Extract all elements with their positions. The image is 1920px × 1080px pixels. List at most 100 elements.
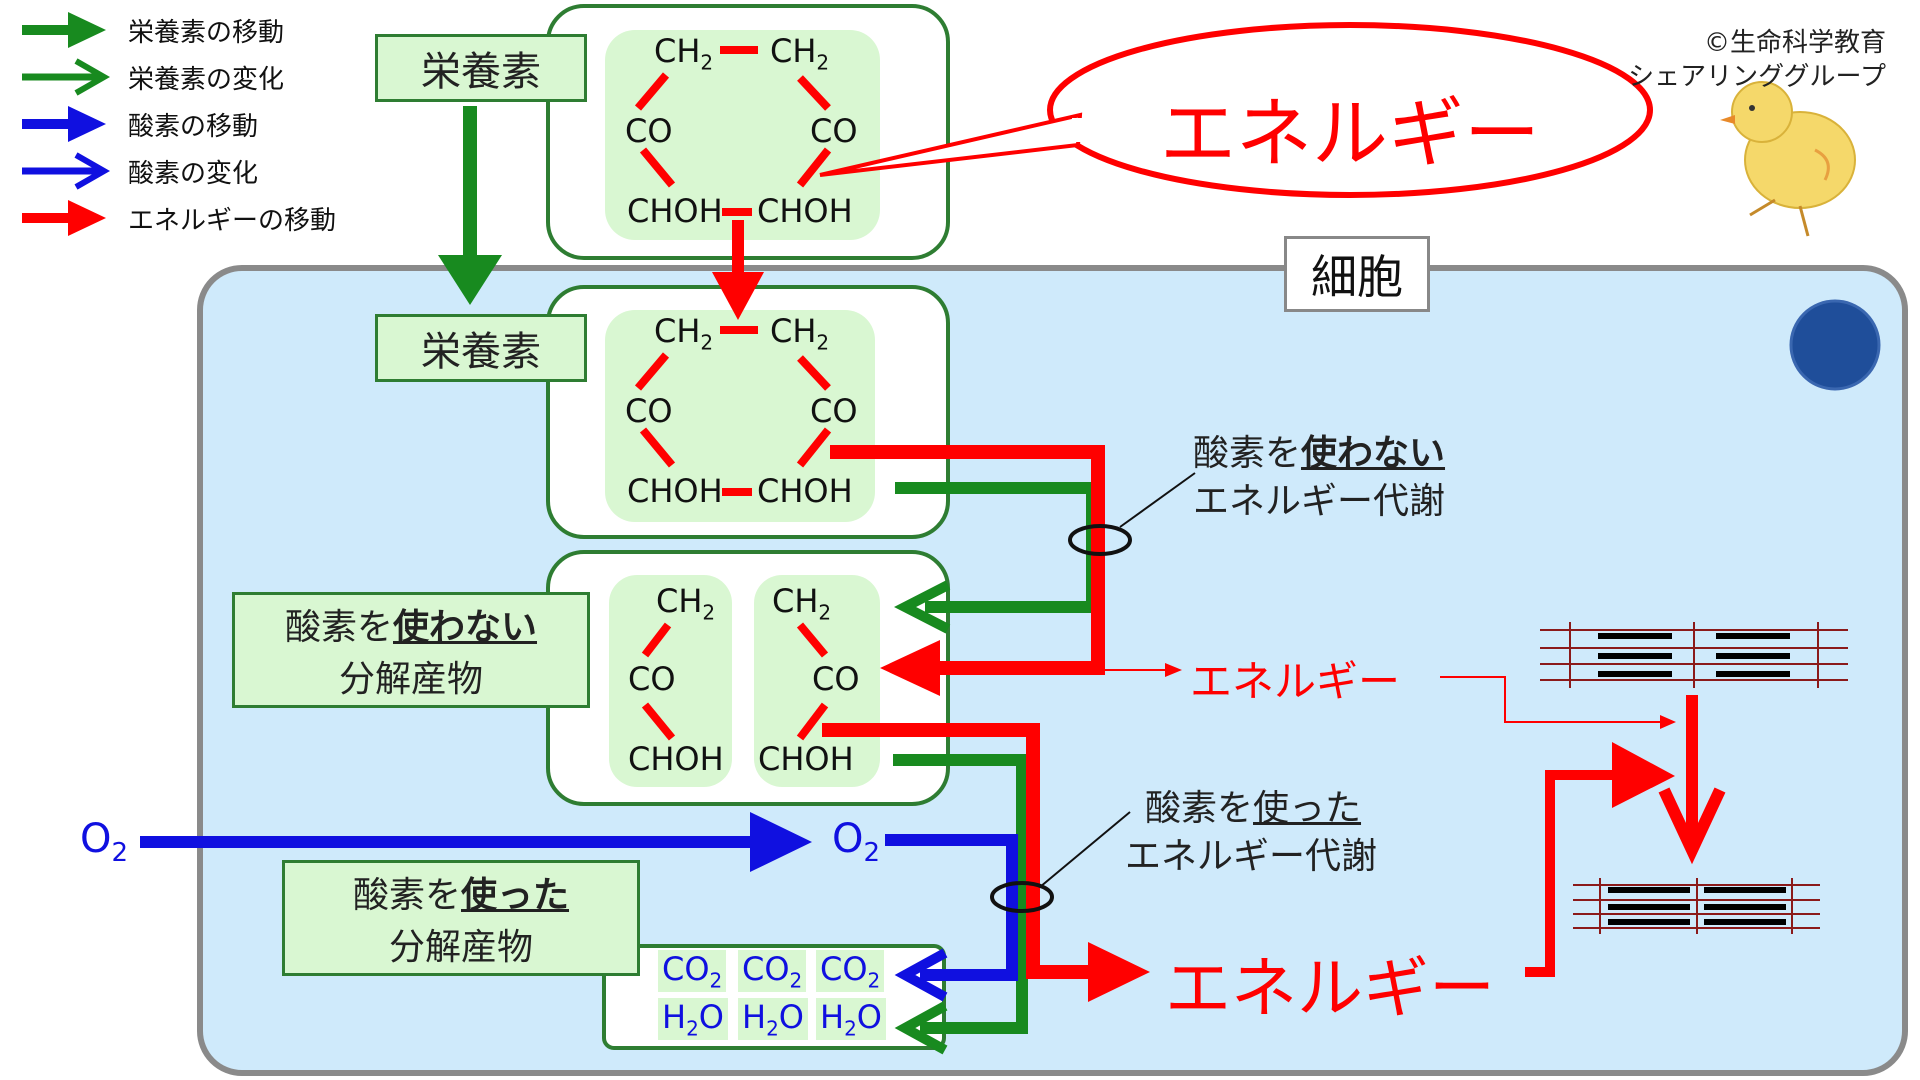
energy-large-label: エネルギー	[1165, 950, 1495, 1027]
nutrient-label-top: 栄養素	[375, 34, 587, 102]
nutrient-label-top-text: 栄養素	[421, 49, 541, 95]
anaerobic-metabolism-bold: 使わない	[1301, 433, 1446, 474]
split-molecule-bonds	[641, 622, 829, 741]
split-choh-left: CHOH	[628, 740, 724, 778]
top-choh-left: CHOH	[627, 192, 723, 230]
energy-aerobic-head	[1088, 942, 1150, 1002]
anaerobic-products-label: 酸素を使わない 分解産物	[232, 592, 590, 708]
chick-mascot-icon	[1720, 81, 1856, 237]
legend-label: 酸素の移動	[128, 111, 259, 142]
aerobic-metabolism-label: 酸素を使った エネルギー代謝	[1125, 785, 1377, 881]
cell-co-right: CO	[810, 392, 858, 430]
aerobic-products-label: 酸素を使った 分解産物	[282, 860, 640, 976]
anaerobic-products-line2: 分解産物	[338, 659, 483, 700]
nutrient-change-anaerobic-head	[894, 580, 951, 634]
legend-arrow-icon	[22, 200, 106, 236]
energy-to-muscle-flow	[1525, 770, 1620, 977]
split-co-left: CO	[628, 660, 676, 698]
legend-label: エネルギーの移動	[128, 205, 337, 236]
energy-anaerobic-head	[880, 640, 940, 696]
oxygen-change-head	[894, 948, 948, 1002]
top-molecule-bonds	[634, 46, 832, 216]
top-molecule-inner	[605, 30, 880, 240]
oxygen-label-outside: O2	[80, 816, 128, 868]
aerobic-metabolism-bold: 使った	[1253, 788, 1362, 829]
cell-nucleus	[1789, 299, 1881, 391]
anaerobic-metabolism-line1: 酸素を使わない	[1193, 430, 1445, 478]
top-ch2-right: CH2	[770, 32, 830, 75]
cell-ch2-right: CH2	[770, 312, 830, 355]
energy-aerobic-flow	[822, 723, 1090, 979]
cell-choh-left: CHOH	[627, 472, 723, 510]
aerobic-products-plain: 酸素を	[352, 875, 461, 916]
anaerobic-products-bold: 使わない	[393, 607, 538, 648]
nutrient-label-cell-text: 栄養素	[421, 329, 541, 375]
copyright-line1: ©生命科学教育	[1703, 28, 1886, 58]
aerobic-ring	[990, 881, 1054, 913]
legend-label: 酸素の変化	[128, 158, 259, 189]
legend-item: 酸素の変化	[20, 151, 258, 191]
cell-choh-right: CHOH	[757, 472, 853, 510]
copyright-line2: シェアリンググループ	[1628, 62, 1886, 92]
aerobic-products-line2: 分解産物	[388, 927, 533, 968]
legend-label: 栄養素の変化	[128, 64, 285, 95]
aerobic-metabolism-line1: 酸素を使った	[1125, 785, 1377, 833]
legend-arrow-icon	[22, 106, 106, 142]
cell-co-left: CO	[625, 392, 673, 430]
muscle-contracted	[1573, 878, 1820, 934]
co2-label: CO2	[738, 950, 807, 993]
split-molecule-box	[546, 550, 950, 806]
cell-ch2-left: CH2	[654, 312, 714, 355]
oxygen-inside-sub: 2	[863, 838, 881, 868]
oxygen-move-arrow	[140, 812, 812, 872]
aerobic-metabolism-line2: エネルギー代謝	[1125, 836, 1378, 877]
top-ch2-left: CH2	[654, 32, 714, 75]
energy-small-head-2	[1660, 715, 1676, 729]
anaerobic-metabolism-plain: 酸素を	[1193, 433, 1302, 474]
legend-item: エネルギーの移動	[20, 198, 336, 238]
aerobic-products-line1: 酸素を使った	[353, 866, 569, 918]
energy-small-head	[1165, 663, 1182, 677]
legend-item: 栄養素の変化	[20, 57, 284, 97]
muscle-contraction-arrow	[1658, 695, 1726, 865]
energy-callout-bubble	[819, 22, 1653, 198]
co2-label: CO2	[816, 950, 885, 993]
cell-label-text: 細胞	[1311, 250, 1403, 304]
co2-label: CO2	[658, 950, 727, 993]
nutrient-move-arrow	[438, 106, 502, 305]
muscle-contracted-thick	[1608, 887, 1786, 925]
cell-label: 細胞	[1284, 236, 1430, 312]
energy-down-arrow	[712, 220, 764, 320]
energy-small-connector	[1100, 669, 1660, 723]
anaerobic-products-plain: 酸素を	[284, 607, 393, 648]
legend-label: 栄養素の移動	[128, 17, 285, 48]
anaerobic-metabolism-line2: エネルギー代謝	[1193, 481, 1446, 522]
split-ch2-left: CH2	[656, 582, 716, 625]
oxygen-change-flow	[885, 834, 1018, 981]
h2o-label: H2O	[816, 998, 886, 1041]
oxygen-inside-symbol: O	[832, 816, 864, 862]
oxygen-outside-sub: 2	[111, 838, 129, 868]
energy-small-label: エネルギー	[1190, 657, 1401, 706]
oxygen-label-inside: O2	[832, 816, 880, 868]
nutrient-label-cell: 栄養素	[375, 314, 587, 382]
h2o-label: H2O	[658, 998, 728, 1041]
aerobic-leader	[1039, 811, 1131, 888]
split-ch2-right: CH2	[772, 582, 832, 625]
legend-arrow-icon	[22, 12, 106, 48]
energy-callout-text: エネルギー	[1160, 89, 1540, 178]
energy-anaerobic-flow	[830, 445, 1105, 675]
anaerobic-ring	[1068, 524, 1132, 556]
cell-molecule-bonds	[634, 326, 832, 496]
split-choh-right: CHOH	[758, 740, 854, 778]
muscle-relaxed	[1540, 622, 1848, 688]
split-co-right: CO	[812, 660, 860, 698]
aerobic-products-bold: 使った	[461, 875, 570, 916]
top-co-left: CO	[625, 112, 673, 150]
aerobic-metabolism-plain: 酸素を	[1145, 788, 1254, 829]
legend-arrow-icon	[22, 58, 110, 96]
anaerobic-products-line1: 酸素を使わない	[285, 598, 537, 650]
energy-to-muscle-head	[1612, 742, 1675, 808]
legend-item: 酸素の移動	[20, 104, 258, 144]
